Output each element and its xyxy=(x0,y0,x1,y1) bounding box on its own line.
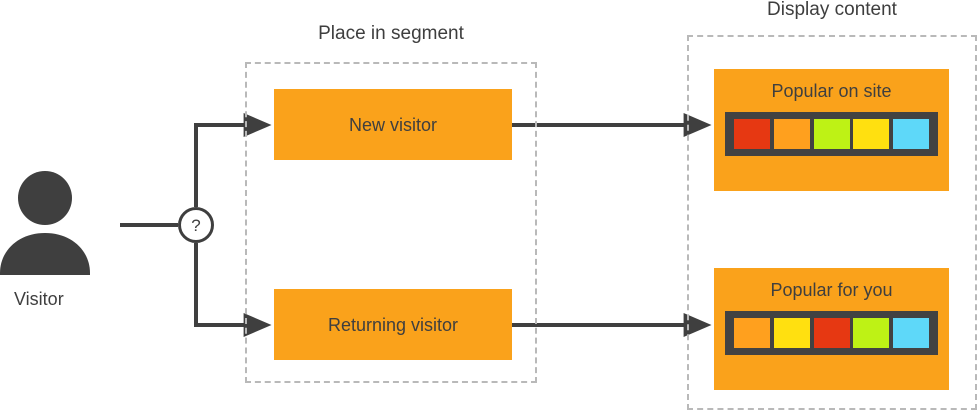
swatch-red xyxy=(734,119,770,149)
swatch-cyan xyxy=(893,119,929,149)
panel-title-popular-on-site: Popular on site xyxy=(771,81,892,101)
group-title-place-in-segment: Place in segment xyxy=(318,23,464,44)
swatch-lime xyxy=(813,119,850,149)
swatch-yellow xyxy=(853,119,890,149)
display-panel-popular-on-site[interactable]: Popular on site xyxy=(714,69,949,191)
group-box-place-in-segment xyxy=(245,62,537,383)
display-panel-popular-for-you[interactable]: Popular for you xyxy=(714,268,949,390)
decision-node[interactable]: ? xyxy=(178,207,214,243)
swatch-cyan xyxy=(893,318,929,348)
segment-label-returning-visitor: Returning visitor xyxy=(327,314,459,335)
panel-title-popular-for-you: Popular for you xyxy=(770,280,893,300)
swatch-lime xyxy=(853,318,890,348)
swatch-orange xyxy=(773,119,810,149)
visitor-actor xyxy=(0,170,98,275)
segment-box-returning-visitor[interactable]: Returning visitor xyxy=(274,289,512,360)
group-title-display-content: Display content xyxy=(767,0,897,20)
swatch-bar-popular-on-site xyxy=(725,112,938,156)
swatch-red xyxy=(813,318,850,348)
segment-box-new-visitor[interactable]: New visitor xyxy=(274,89,512,160)
visitor-label: Visitor xyxy=(14,289,64,309)
group-box-display-content xyxy=(687,35,977,410)
swatch-yellow xyxy=(773,318,810,348)
person-icon xyxy=(0,171,90,275)
segment-label-new-visitor: New visitor xyxy=(348,114,437,135)
decision-node-label: ? xyxy=(191,215,201,235)
swatch-bar-popular-for-you xyxy=(725,311,938,355)
swatch-orange xyxy=(734,318,770,348)
